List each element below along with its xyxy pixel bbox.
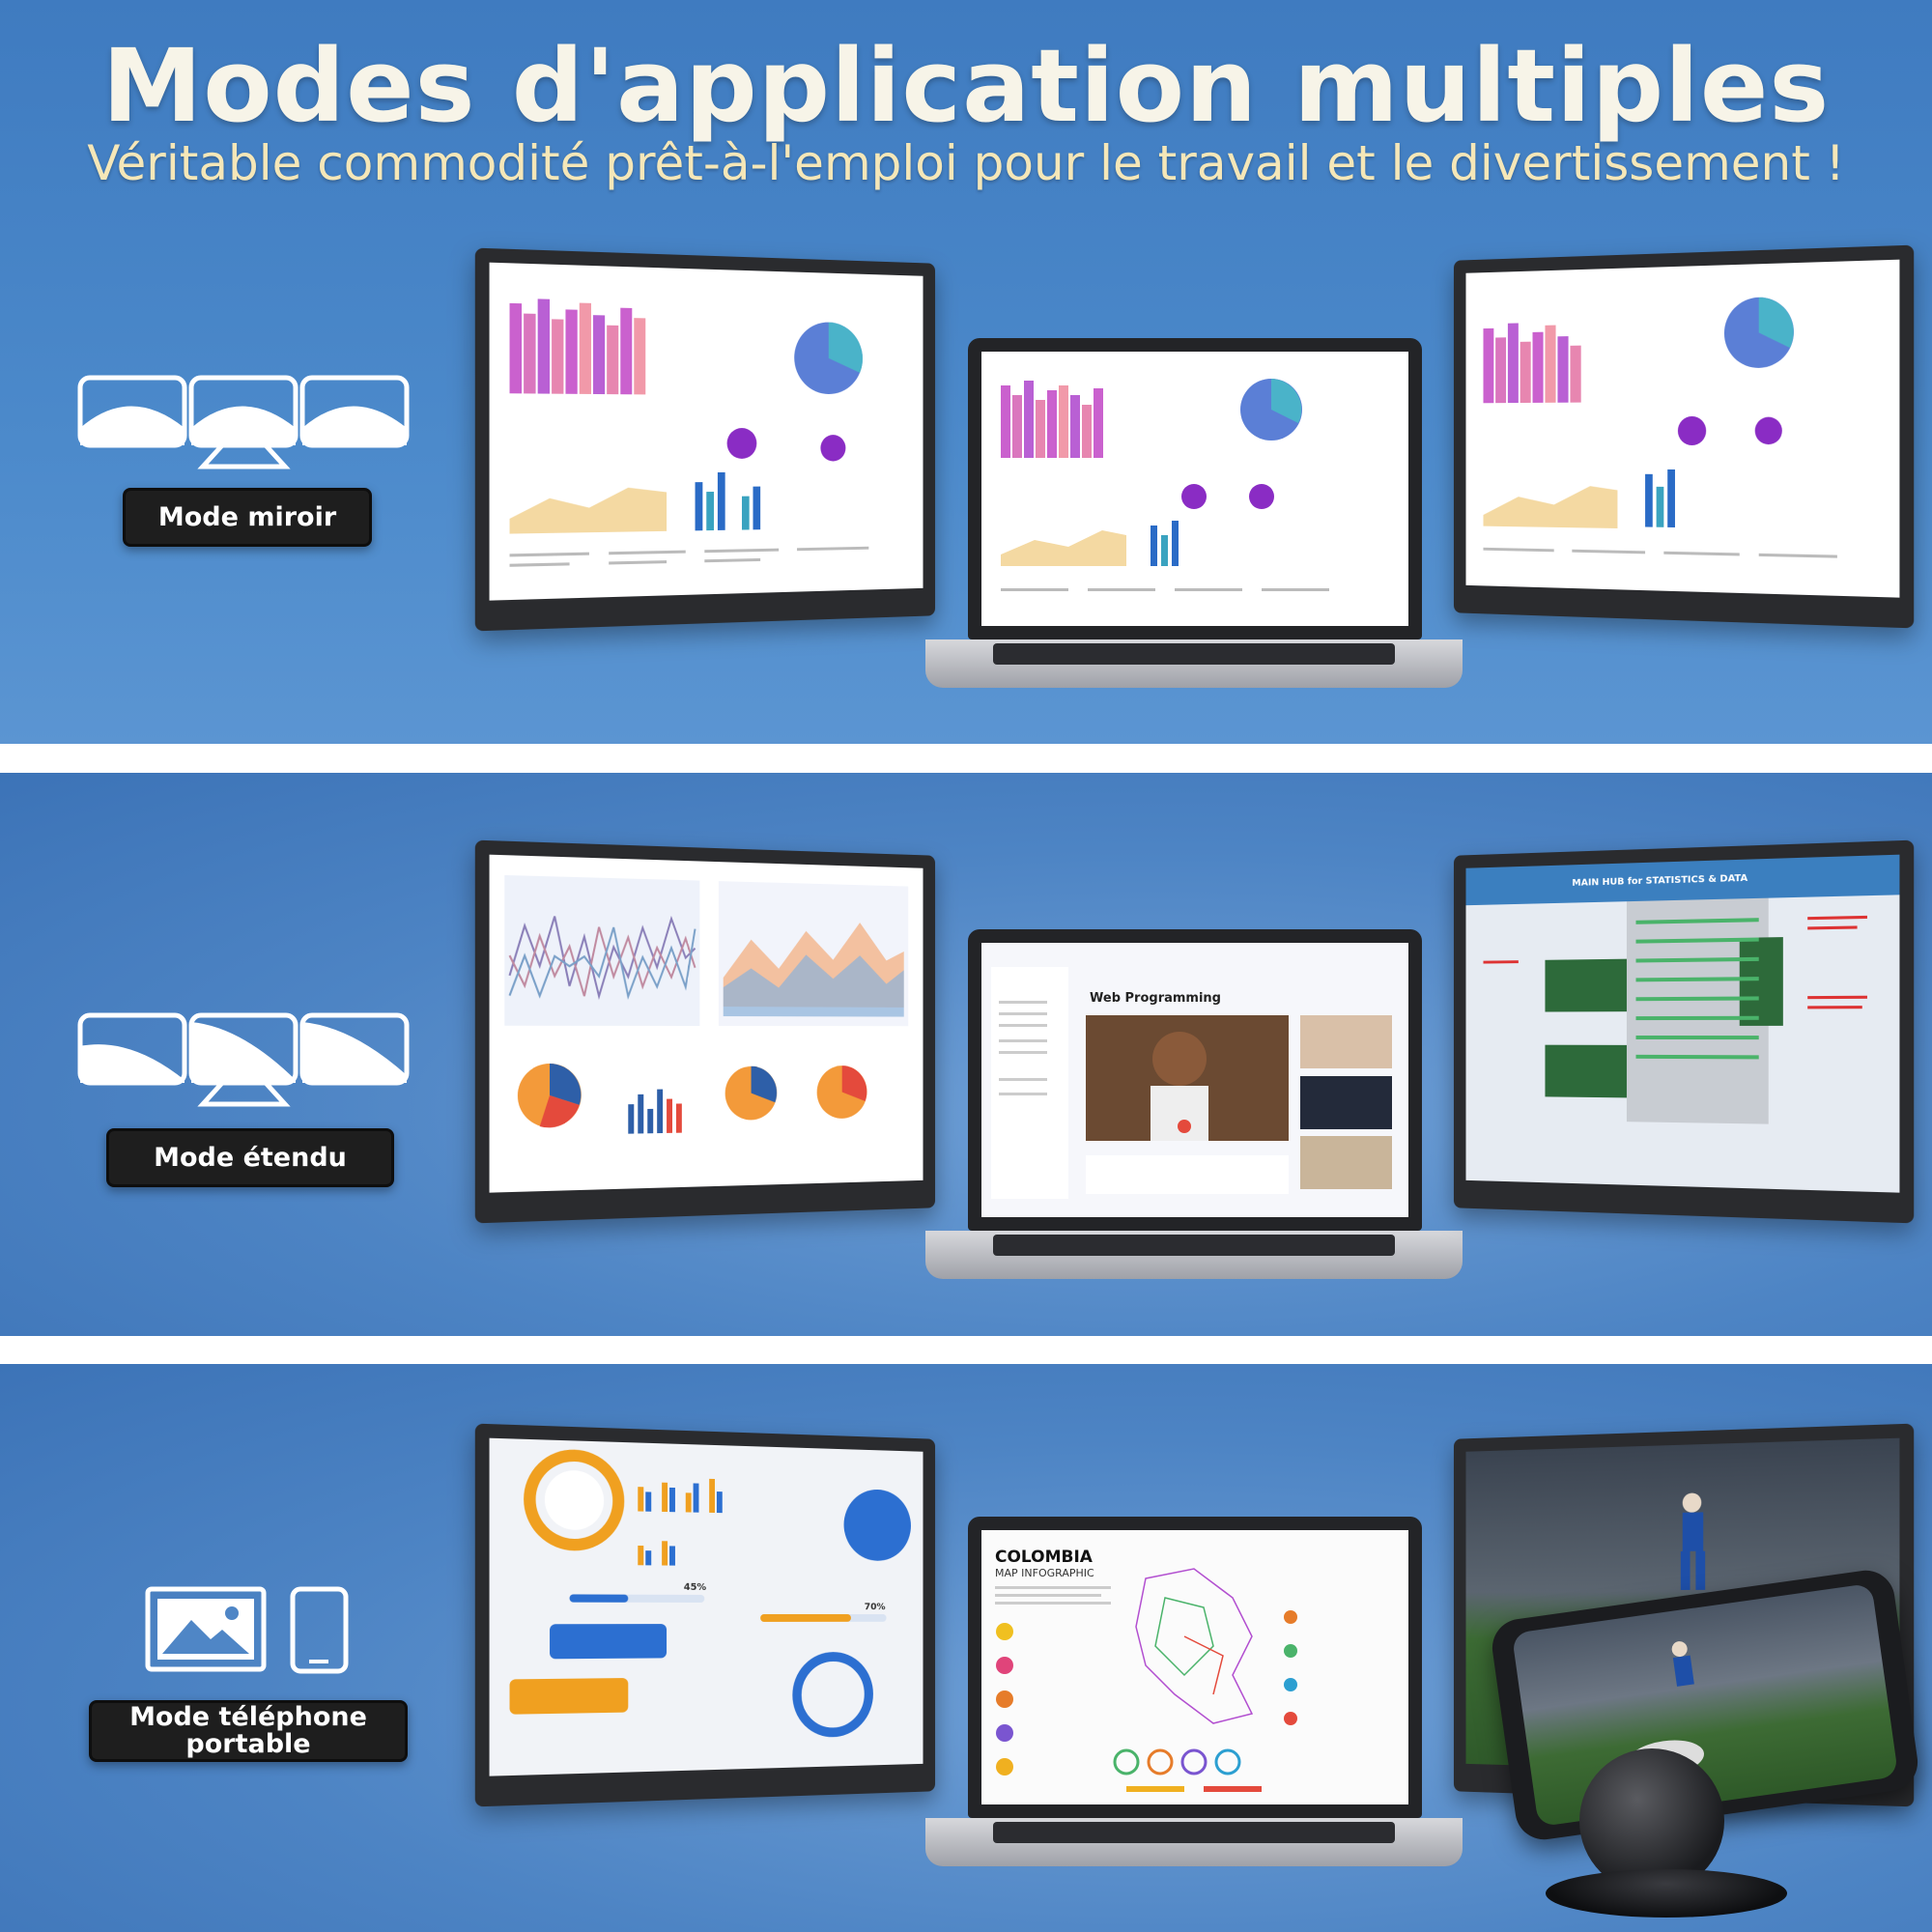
football-video-screen xyxy=(1465,1437,1900,1776)
infographic-percent-b: 70% xyxy=(864,1602,886,1613)
right-monitor xyxy=(1453,244,1915,629)
section-divider xyxy=(0,744,1932,773)
page-subtitle: Véritable commodité prêt-à-l'emploi pour… xyxy=(87,135,1845,191)
section-divider xyxy=(0,1336,1932,1364)
stock-data-screen: MAIN HUB for STATISTICS & DATA xyxy=(1465,854,1900,1193)
three-screens-mirror-icon xyxy=(77,375,411,471)
dashboard-screen xyxy=(1465,259,1900,598)
mode-label-extended: Mode étendu xyxy=(106,1128,394,1187)
three-screens-extended-icon xyxy=(77,1012,411,1109)
left-monitor: 45% 70% xyxy=(474,1423,936,1807)
phone-mount-suction xyxy=(1546,1869,1787,1918)
left-monitor xyxy=(474,839,936,1224)
infographic-subtitle: MAP INFOGRAPHIC xyxy=(995,1567,1094,1579)
laptop xyxy=(968,338,1422,639)
laptop-base xyxy=(925,1818,1463,1866)
page-title: Modes d'application multiples xyxy=(101,27,1831,145)
dashboard-screen xyxy=(489,262,923,601)
map-infographic-screen: COLOMBIA MAP INFOGRAPHIC xyxy=(981,1530,1408,1804)
image-and-phone-icon xyxy=(145,1586,357,1675)
laptop: COLOMBIA MAP INFOGRAPHIC xyxy=(968,1517,1422,1818)
mode-label-text-line1: Mode téléphone xyxy=(129,1702,367,1732)
infographic-screen: 45% 70% xyxy=(489,1437,923,1776)
mode-label-text-line2: portable xyxy=(185,1729,311,1759)
infographic-percent-a: 45% xyxy=(683,1581,707,1593)
left-monitor xyxy=(474,247,936,632)
mode-label-mirror: Mode miroir xyxy=(123,488,372,547)
right-monitor xyxy=(1453,1423,1915,1807)
laptop: Web Programming xyxy=(968,929,1422,1231)
right-monitor: MAIN HUB for STATISTICS & DATA xyxy=(1453,839,1915,1224)
analytics-screen xyxy=(489,854,923,1193)
mode-label-phone: Mode téléphone portable xyxy=(89,1700,408,1762)
laptop-base xyxy=(925,639,1463,688)
laptop-base xyxy=(925,1231,1463,1279)
video-call-screen: Web Programming xyxy=(981,943,1408,1217)
course-title: Web Programming xyxy=(1090,991,1221,1006)
dashboard-screen xyxy=(981,352,1408,626)
mode-label-text: Mode miroir xyxy=(157,502,337,532)
mode-label-text: Mode étendu xyxy=(154,1143,347,1173)
infographic-title: COLOMBIA xyxy=(995,1548,1093,1567)
